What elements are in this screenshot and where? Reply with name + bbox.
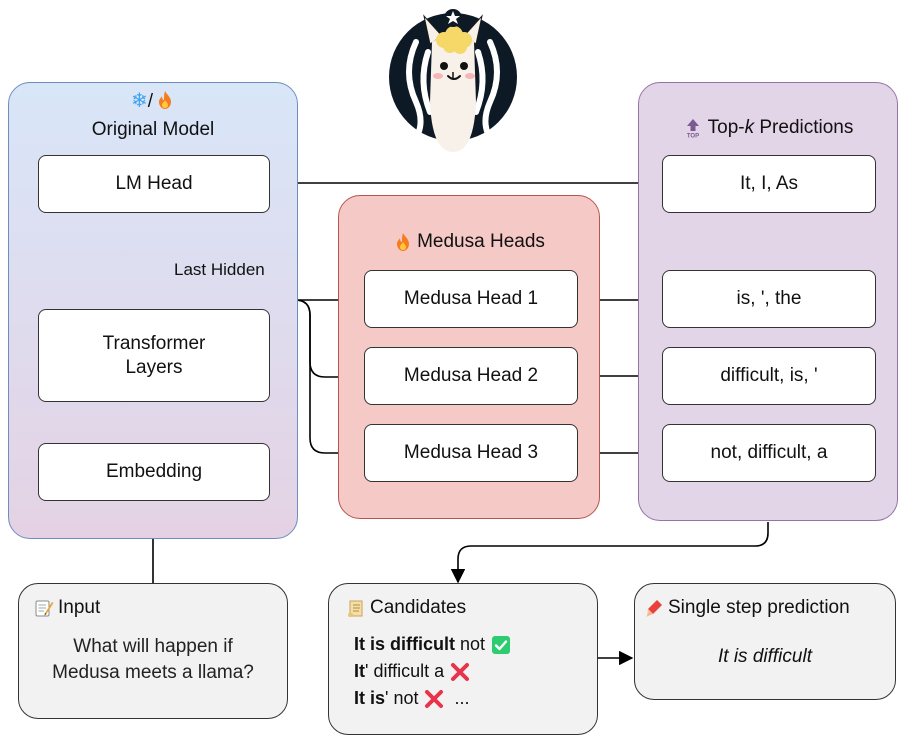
scroll-icon (348, 600, 363, 617)
candidate-1-rest: ' difficult a (365, 661, 445, 681)
medusa-heads-title-row: Medusa Heads (338, 231, 600, 253)
pred-box-0[interactable]: It, I, As (662, 155, 876, 213)
candidate-row-2: It is' not ... (354, 688, 470, 709)
candidates-title: Candidates (370, 597, 467, 618)
single-step-panel[interactable] (634, 583, 896, 700)
writing-hand-icon (646, 600, 662, 617)
input-text-line1: What will happen if (73, 636, 233, 657)
last-hidden-label: Last Hidden (174, 260, 265, 279)
embedding-box[interactable]: Embedding (38, 443, 270, 501)
candidate-0-bold: It is difficult (354, 634, 455, 654)
candidate-2-bold: It is (354, 688, 386, 708)
pred-box-1[interactable]: is, ', the (662, 270, 876, 328)
cross-mark-icon (451, 662, 470, 681)
input-header: Input (34, 597, 100, 619)
topk-title-row: TOP Top-k Predictions (638, 117, 898, 140)
pred-box-3[interactable]: not, difficult, a (662, 424, 876, 482)
fire-icon (397, 233, 410, 251)
candidate-2-rest: ' not (385, 688, 419, 708)
cross-mark-icon (425, 689, 444, 708)
candidates-header: Candidates (346, 597, 466, 619)
candidate-row-1: It' difficult a (354, 661, 470, 682)
medusa-heads-title: Medusa Heads (417, 231, 545, 252)
candidate-row-0: It is difficult not (354, 634, 511, 655)
medusa-head-3-box[interactable]: Medusa Head 3 (364, 424, 578, 482)
check-mark-icon (492, 635, 511, 654)
transformer-layers-label: Transformer Layers (102, 332, 206, 378)
single-step-header: Single step prediction (644, 597, 850, 619)
input-text-line2: Medusa meets a llama? (52, 662, 254, 684)
topk-title: Top-k Predictions (707, 117, 854, 138)
snowflake-icon: ❄ (130, 90, 148, 112)
single-step-title: Single step prediction (668, 597, 850, 618)
llama-logo (389, 9, 517, 152)
pred-box-2[interactable]: difficult, is, ' (662, 347, 876, 405)
input-panel[interactable] (18, 583, 288, 719)
memo-icon (35, 600, 54, 617)
candidate-2-ellipsis: ... (454, 688, 470, 708)
original-model-title: Original Model (91, 119, 215, 140)
input-title: Input (58, 597, 101, 618)
single-step-text: It is difficult (718, 646, 812, 667)
svg-text:TOP: TOP (687, 134, 699, 140)
medusa-head-2-box[interactable]: Medusa Head 2 (364, 347, 578, 405)
medusa-head-1-box[interactable]: Medusa Head 1 (364, 270, 578, 328)
arrow-topk-to-candidates (450, 522, 769, 584)
original-model-title-row: ❄/ (8, 88, 298, 113)
candidate-1-bold: It (354, 661, 365, 681)
fire-icon (159, 91, 172, 109)
input-text: What will happen if Medusa meets a llama… (18, 634, 288, 686)
arrow-hidden-to-head3 (153, 299, 362, 461)
top-arrow-icon: TOP (687, 119, 699, 140)
candidates-panel[interactable] (328, 583, 598, 735)
transformer-layers-box[interactable]: Transformer Layers (38, 309, 270, 402)
candidate-0-rest: not (455, 634, 486, 654)
lm-head-box[interactable]: LM Head (38, 155, 270, 213)
slash-separator: / (147, 91, 154, 112)
